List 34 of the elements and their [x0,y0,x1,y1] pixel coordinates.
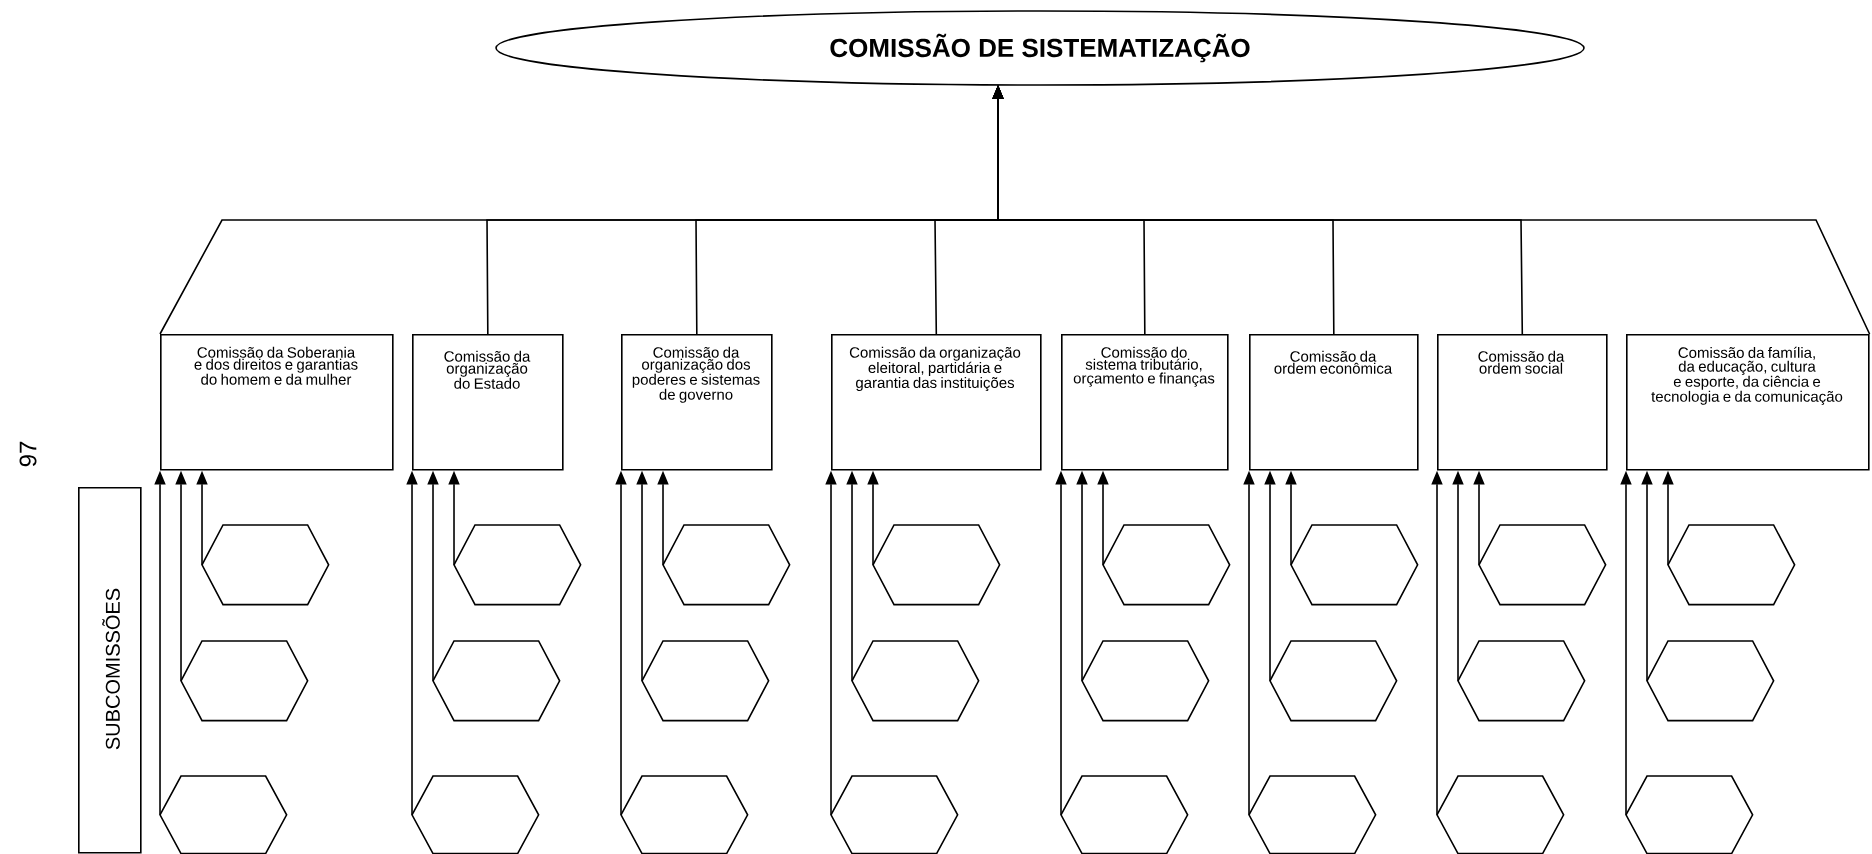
committee-box: Comissão da organização do Estado [412,334,564,471]
hexagon [1478,524,1607,606]
page-number: 97 [19,441,37,467]
committee-box: Comissão da família, da educação, cultura e esporte, da ciência e tecnologia e da comunicação [1626,334,1870,471]
committee-box: Comissão do sistema tributário, orçamento e finanças [1061,334,1229,471]
hexagon [830,775,959,854]
hexagon [432,640,561,722]
label-box: SUBCOMISSÕES [78,487,142,854]
hexagon [620,775,749,854]
committee-box: Comissão da organização eleitoral, partidária e garantia das instituições [831,334,1042,471]
committee-box: Comissão da ordem social [1437,334,1608,471]
hexagon [411,775,540,854]
hexagon [1290,524,1419,606]
committee-box: Comissão da ordem econômica [1249,334,1419,471]
hexagon [1667,524,1796,606]
hexagon [1102,524,1231,606]
hexagon [641,640,770,722]
hexagon [872,524,1001,606]
committee-box: Comissão da organização dos poderes e sistemas de governo [621,334,773,471]
hexagon [180,640,309,722]
hexagon [1269,640,1398,722]
committee-box: Comissão da Soberania e dos direitos e garantias do homem e da mulher [160,334,394,471]
hexagon [1646,640,1775,722]
hexagon [1625,775,1754,854]
hexagon [851,640,980,722]
hexagon [201,524,330,606]
hexagon [1457,640,1586,722]
hexagon [453,524,582,606]
hexagon [1081,640,1210,722]
hexagon [159,775,288,854]
hexagon [1248,775,1377,854]
hexagon [662,524,791,606]
hexagon [1436,775,1565,854]
hexagon [1060,775,1189,854]
